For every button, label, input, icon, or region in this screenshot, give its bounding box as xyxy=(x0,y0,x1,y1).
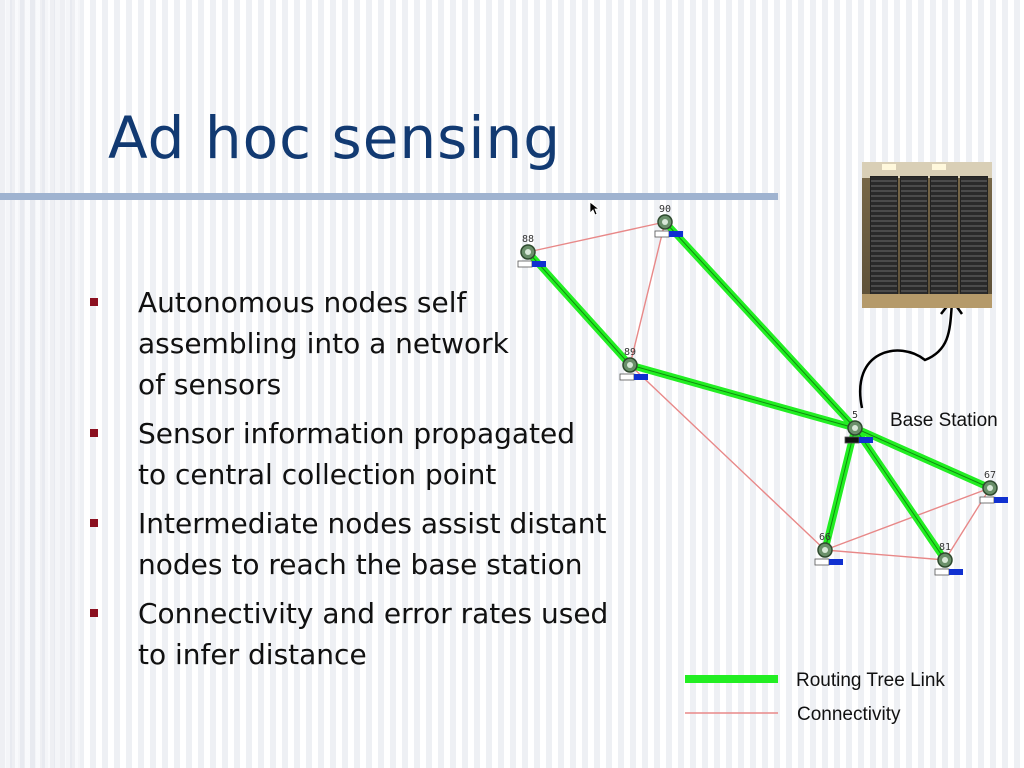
sensor-node: 5 xyxy=(844,410,873,444)
base-station-label: Base Station xyxy=(890,410,998,431)
routing-tree-links xyxy=(524,218,994,564)
sensor-signal-bar xyxy=(949,569,963,575)
routing-tree-link-core xyxy=(664,221,856,429)
sensor-status-bar xyxy=(517,260,533,268)
sensor-nodes: 90 88 89 5 67 66 81 xyxy=(517,204,1008,576)
routing-tree-link-core xyxy=(824,427,856,551)
sensor-node-core xyxy=(987,485,993,491)
sensor-signal-bar xyxy=(859,437,873,443)
sensor-node: 90 xyxy=(654,204,683,238)
sensor-node-label: 81 xyxy=(939,542,951,553)
routing-tree-link-core xyxy=(854,427,946,561)
connectivity-link xyxy=(824,487,991,551)
square-bullet-icon xyxy=(90,429,98,437)
base-station-photo xyxy=(862,162,992,308)
photo-light xyxy=(882,164,896,170)
square-bullet-icon xyxy=(90,519,98,527)
server-rack xyxy=(900,176,928,298)
sensor-node-label: 88 xyxy=(522,234,534,245)
bullet-item: Autonomous nodes self assembling into a … xyxy=(88,282,648,405)
bullet-text: Connectivity and error rates used to inf… xyxy=(138,597,609,671)
sensor-node: 88 xyxy=(517,234,546,268)
legend-connectivity-label: Connectivity xyxy=(797,704,901,725)
sensor-node: 67 xyxy=(979,470,1008,504)
connectivity-link xyxy=(527,221,666,253)
square-bullet-icon xyxy=(90,298,98,306)
connectivity-link xyxy=(629,364,826,551)
sensor-status-bar xyxy=(934,568,950,576)
legend-routing-swatch xyxy=(685,675,778,683)
photo-floor xyxy=(862,294,992,308)
sensor-node-label: 90 xyxy=(659,204,671,215)
connectivity-link xyxy=(629,221,666,366)
sensor-node-core xyxy=(852,425,858,431)
curved-arrow-icon xyxy=(858,301,954,409)
sensor-node-core xyxy=(525,249,531,255)
sensor-node-core xyxy=(662,219,668,225)
sensor-node-core xyxy=(822,547,828,553)
sensor-status-bar xyxy=(844,436,860,444)
sensor-status-bar xyxy=(979,496,995,504)
photo-light xyxy=(932,164,946,170)
bullet-text: Intermediate nodes assist distant nodes … xyxy=(138,507,607,581)
sensor-status-bar xyxy=(619,373,635,381)
mouse-cursor-icon xyxy=(589,201,601,216)
sensor-signal-bar xyxy=(829,559,843,565)
sensor-node-label: 66 xyxy=(819,532,831,543)
sensor-signal-bar xyxy=(634,374,648,380)
sensor-signal-bar xyxy=(994,497,1008,503)
sensor-node-label: 89 xyxy=(624,347,636,358)
sensor-node: 66 xyxy=(814,532,843,566)
bullet-item: Sensor information propagated to central… xyxy=(88,413,648,495)
bullet-item: Connectivity and error rates used to inf… xyxy=(88,593,648,675)
bullet-list: Autonomous nodes self assembling into a … xyxy=(88,282,648,683)
server-rack xyxy=(930,176,958,298)
routing-tree-link-core xyxy=(854,427,991,489)
legend-routing-label: Routing Tree Link xyxy=(796,670,945,691)
slide-title: Ad hoc sensing xyxy=(108,104,562,172)
sensor-status-bar xyxy=(654,230,670,238)
sensor-node-label: 5 xyxy=(852,410,858,421)
sensor-signal-bar xyxy=(669,231,683,237)
bullet-text: Autonomous nodes self assembling into a … xyxy=(138,286,509,401)
server-rack xyxy=(960,176,988,298)
slide-background-stripe xyxy=(0,0,80,768)
title-divider xyxy=(0,193,778,200)
sensor-node-label: 67 xyxy=(984,470,996,481)
sensor-node-core xyxy=(942,557,948,563)
sensor-node: 81 xyxy=(934,542,963,576)
connectivity-link xyxy=(824,549,946,561)
sensor-signal-bar xyxy=(532,261,546,267)
bullet-item: Intermediate nodes assist distant nodes … xyxy=(88,503,648,585)
square-bullet-icon xyxy=(90,609,98,617)
sensor-node: 89 xyxy=(619,347,648,381)
routing-tree-link-core xyxy=(527,251,631,366)
bullet-text: Sensor information propagated to central… xyxy=(138,417,576,491)
sensor-node-core xyxy=(627,362,633,368)
server-rack xyxy=(870,176,898,298)
sensor-status-bar xyxy=(814,558,830,566)
routing-tree-link-core xyxy=(629,364,856,429)
